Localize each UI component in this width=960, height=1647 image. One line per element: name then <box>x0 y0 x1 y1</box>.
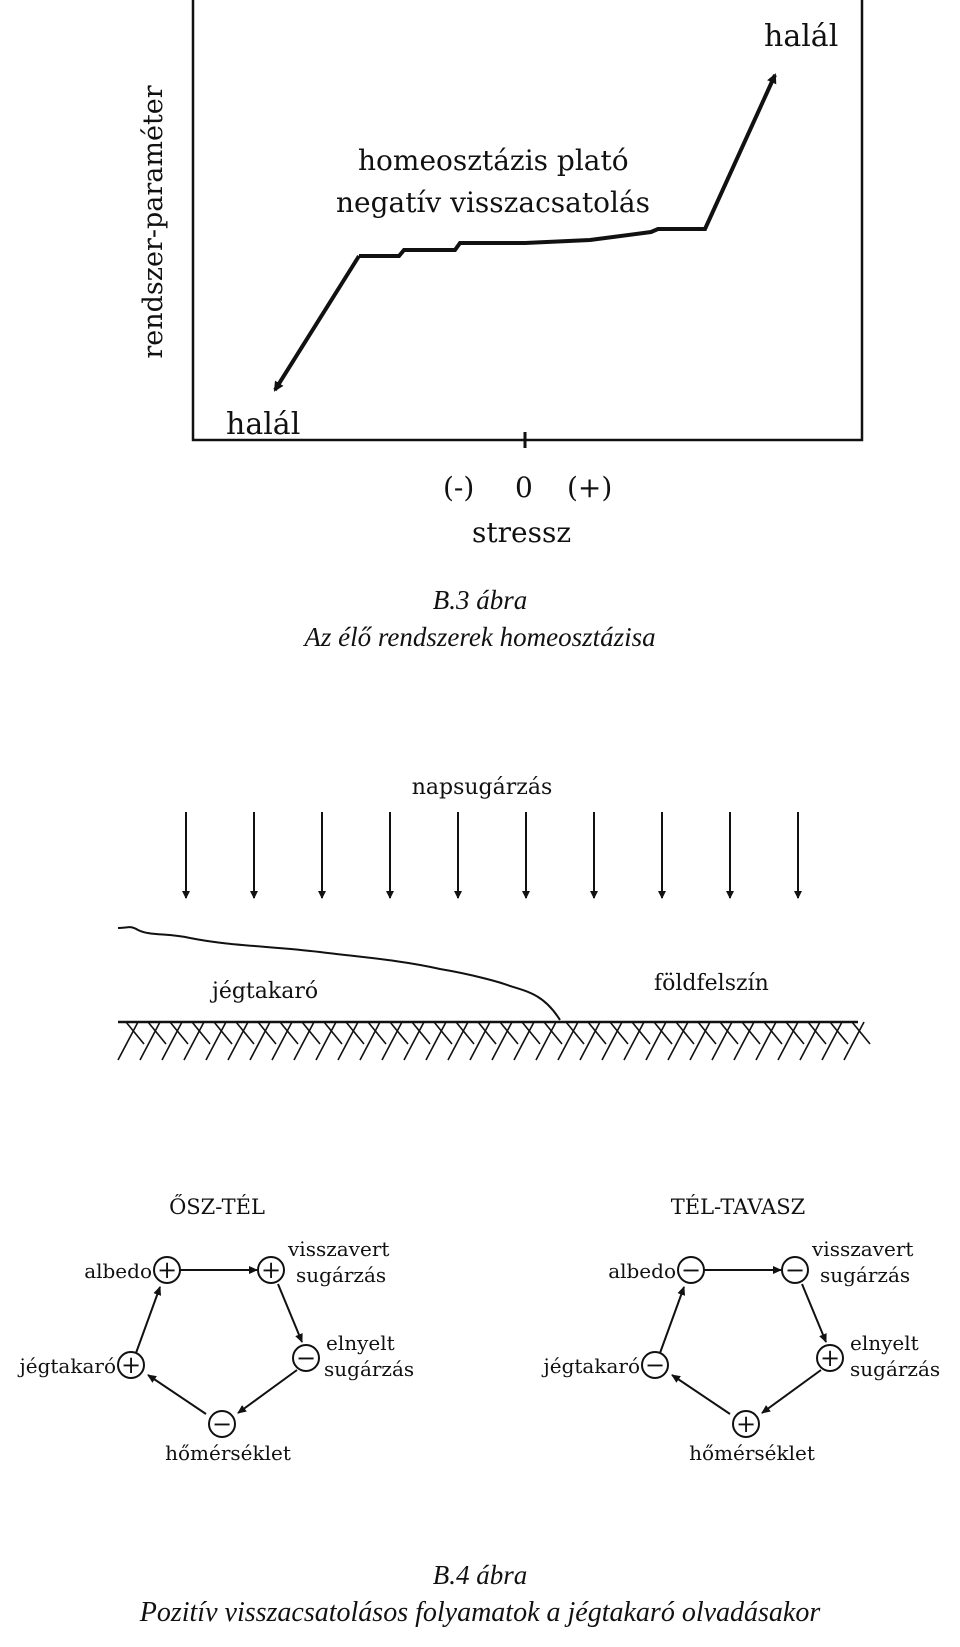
hatch-mark <box>337 1021 365 1061</box>
homeostasis-figure: rendszer-paraméter halál halál homeosztá… <box>138 0 864 549</box>
hatch-mark <box>733 1021 761 1061</box>
radiation-arrows <box>182 812 802 899</box>
hatch-mark <box>469 1021 497 1061</box>
figure-b4-title: Pozitív visszacsatolásos folyamatok a jé… <box>139 1597 821 1628</box>
node-albedo: + albedo <box>84 1256 181 1284</box>
sign-symbol: + <box>736 1410 756 1438</box>
albedo-label: albedo <box>84 1259 152 1283</box>
sign-symbol: + <box>121 1351 141 1379</box>
absorbed-label-1: elnyelt <box>326 1331 395 1355</box>
hatch-mark <box>755 1021 783 1061</box>
y-axis-label: rendszer-paraméter <box>138 85 169 358</box>
sign-symbol: + <box>157 1256 177 1284</box>
hatch-mark <box>271 1021 299 1061</box>
hatch-mark <box>513 1021 541 1061</box>
tick-negative: (-) <box>443 471 474 504</box>
ice-sheet-figure: napsugárzás jégtakaró földfelszín <box>117 775 871 1061</box>
hatch-mark <box>491 1021 519 1061</box>
reflected-label-1: visszavert <box>811 1237 913 1261</box>
hatch-mark <box>557 1021 585 1061</box>
absorbed-label-2: sugárzás <box>324 1357 414 1381</box>
figure-b3-title: Az élő rendszerek homeosztázisa <box>304 622 656 652</box>
hatch-mark <box>249 1021 277 1061</box>
hatch-mark <box>381 1021 409 1061</box>
node-reflected-radiation: + visszavert sugárzás <box>257 1237 389 1287</box>
ice-cover-label: jégtakaró <box>209 979 318 1004</box>
hatch-mark <box>447 1021 475 1061</box>
hatch-mark <box>535 1021 563 1061</box>
hatch-mark <box>711 1021 739 1061</box>
sign-symbol: + <box>261 1256 281 1284</box>
hatch-mark <box>227 1021 255 1061</box>
cycle-right-title: TÉL-TAVASZ <box>671 1195 806 1219</box>
hatch-mark <box>359 1021 387 1061</box>
sign-symbol: − <box>212 1410 232 1438</box>
hatch-mark <box>293 1021 321 1061</box>
temperature-label: hőmérséklet <box>689 1441 815 1465</box>
radiation-label: napsugárzás <box>412 775 553 800</box>
figure-b3-number: B.3 ábra <box>432 585 528 615</box>
node-albedo: − albedo <box>608 1256 705 1284</box>
reflected-label-2: sugárzás <box>296 1263 386 1287</box>
hatch-mark <box>799 1021 827 1061</box>
plateau-label-line1: homeosztázis plató <box>358 144 629 177</box>
plateau-label-line2: negatív visszacsatolás <box>336 186 650 219</box>
tick-zero: 0 <box>515 471 533 504</box>
death-arrow-low <box>273 254 361 392</box>
absorbed-label-2: sugárzás <box>850 1357 940 1381</box>
hatch-mark <box>667 1021 695 1061</box>
ice-surface-line <box>117 926 561 1021</box>
ice-cover-node-label: jégtakaró <box>18 1354 116 1378</box>
hatch-mark <box>425 1021 453 1061</box>
ice-cover-node-label: jégtakaró <box>542 1354 640 1378</box>
cycle-autumn-winter: ŐSZ-TÉL + albedo + visszavert sugárzás −… <box>18 1194 415 1465</box>
reflected-label-1: visszavert <box>287 1237 389 1261</box>
hatch-mark <box>315 1021 343 1061</box>
node-temperature: − hőmérséklet <box>165 1410 291 1465</box>
sign-symbol: + <box>820 1344 840 1372</box>
hatch-mark <box>601 1021 629 1061</box>
hatch-mark <box>139 1021 167 1061</box>
tick-positive: (+) <box>567 471 612 504</box>
hatch-mark <box>623 1021 651 1061</box>
node-ice-cover: + jégtakaró <box>18 1351 145 1379</box>
hatch-mark <box>205 1021 233 1061</box>
albedo-label: albedo <box>608 1259 676 1283</box>
plot-frame <box>191 0 864 442</box>
cycle-winter-spring: TÉL-TAVASZ − albedo − visszavert sugárzá… <box>542 1195 941 1465</box>
hatch-mark <box>183 1021 211 1061</box>
homeostasis-curve <box>359 73 777 258</box>
hatch-mark <box>403 1021 431 1061</box>
hatch-mark <box>689 1021 717 1061</box>
absorbed-label-1: elnyelt <box>850 1331 919 1355</box>
node-reflected-radiation: − visszavert sugárzás <box>781 1237 913 1287</box>
death-label-bottom: halál <box>226 407 300 442</box>
ground-hatching <box>117 1021 871 1061</box>
hatch-mark <box>821 1021 849 1061</box>
hatch-mark <box>117 1021 145 1061</box>
cycle-left-title: ŐSZ-TÉL <box>169 1194 265 1219</box>
temperature-label: hőmérséklet <box>165 1441 291 1465</box>
node-absorbed-radiation: − elnyelt sugárzás <box>292 1331 414 1381</box>
hatch-mark <box>645 1021 673 1061</box>
ground-surface-label: földfelszín <box>654 971 769 996</box>
sign-symbol: − <box>681 1256 701 1284</box>
hatch-mark <box>579 1021 607 1061</box>
node-temperature: + hőmérséklet <box>689 1410 815 1465</box>
x-axis-label: stressz <box>472 516 571 549</box>
figure-b4-number: B.4 ábra <box>432 1560 528 1590</box>
sign-symbol: − <box>645 1351 665 1379</box>
reflected-label-2: sugárzás <box>820 1263 910 1287</box>
sign-symbol: − <box>785 1256 805 1284</box>
hatch-mark <box>843 1021 871 1061</box>
death-label-top: halál <box>764 19 838 54</box>
sign-symbol: − <box>296 1344 316 1372</box>
feedback-cycles-figure: ŐSZ-TÉL + albedo + visszavert sugárzás −… <box>18 1194 941 1465</box>
node-absorbed-radiation: + elnyelt sugárzás <box>816 1331 940 1381</box>
node-ice-cover: − jégtakaró <box>542 1351 669 1379</box>
hatch-mark <box>161 1021 189 1061</box>
hatch-mark <box>777 1021 805 1061</box>
